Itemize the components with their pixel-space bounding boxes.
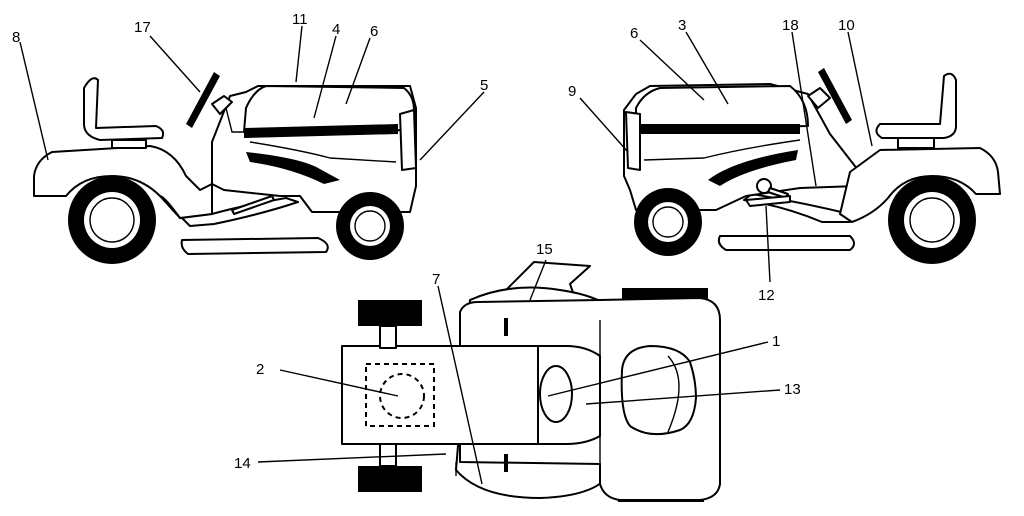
- callout-6-right: 6: [630, 25, 638, 42]
- side-stripe-left: [246, 152, 340, 184]
- seat-right: [875, 72, 957, 139]
- steering-column-left: [211, 95, 233, 115]
- callout-10: 10: [838, 17, 855, 34]
- grille-right: [625, 111, 641, 171]
- dash-panel-left: [225, 107, 244, 133]
- callout-8: 8: [12, 29, 20, 46]
- tractor-right-side-view: [623, 68, 1001, 264]
- seat-top: [620, 345, 697, 436]
- deck-mark-lower: [504, 454, 508, 472]
- tractor-left-side-view: [33, 72, 417, 264]
- callout-labels: 8 17 11 4 6 5 9 6 3 18 10 12 15 7 2 14 1…: [12, 11, 855, 472]
- hood-stripe-left: [244, 124, 398, 138]
- seat-post-left: [111, 139, 147, 149]
- hood-right: [635, 85, 809, 131]
- callout-17: 17: [134, 19, 151, 36]
- steering-wheel-left: [186, 72, 220, 128]
- tractor-top-view: [341, 261, 721, 502]
- callout-18: 18: [782, 17, 799, 34]
- seat-left: [83, 77, 165, 141]
- mower-deck-right: [717, 235, 855, 251]
- steering-wheel-right: [818, 68, 852, 124]
- rear-wheel-right: [888, 176, 976, 264]
- leader-lines: [19, 25, 873, 485]
- callout-7: 7: [432, 271, 440, 288]
- callout-5: 5: [480, 77, 488, 94]
- grille-left: [399, 109, 417, 171]
- mower-deck-left: [180, 237, 329, 255]
- hood-top: [341, 345, 539, 445]
- front-wheel-left: [336, 192, 404, 260]
- callout-13: 13: [784, 381, 801, 398]
- callout-4: 4: [332, 21, 340, 38]
- callout-3: 3: [678, 17, 686, 34]
- seat-back-top: [667, 355, 680, 433]
- seat-post-right: [897, 137, 935, 149]
- hood-inner-line-left: [249, 141, 397, 163]
- lift-lever-left: [231, 195, 275, 215]
- lift-lever-right: [745, 195, 791, 207]
- hood-inner-line-right: [643, 139, 801, 161]
- deck-mark-upper: [504, 318, 508, 336]
- front-axle-top: [358, 300, 422, 492]
- callout-6-left: 6: [370, 23, 378, 40]
- callout-9: 9: [568, 83, 576, 100]
- callout-12: 12: [758, 287, 775, 304]
- callout-15: 15: [536, 241, 553, 258]
- callout-2: 2: [256, 361, 264, 378]
- rear-wheel-top-right: [622, 288, 708, 300]
- hood-left: [243, 85, 415, 133]
- callout-11: 11: [292, 11, 308, 28]
- hood-stripe-right: [640, 124, 800, 134]
- engine-outline-top: [365, 363, 435, 427]
- front-wheel-right: [634, 188, 702, 256]
- steering-column-right: [807, 87, 831, 109]
- rear-fender-right: [839, 147, 1001, 223]
- side-stripe-right: [708, 150, 798, 186]
- engine-circle-top: [379, 373, 425, 419]
- callout-1: 1: [772, 333, 780, 350]
- callout-14: 14: [234, 455, 251, 472]
- rear-wheel-left: [68, 176, 156, 264]
